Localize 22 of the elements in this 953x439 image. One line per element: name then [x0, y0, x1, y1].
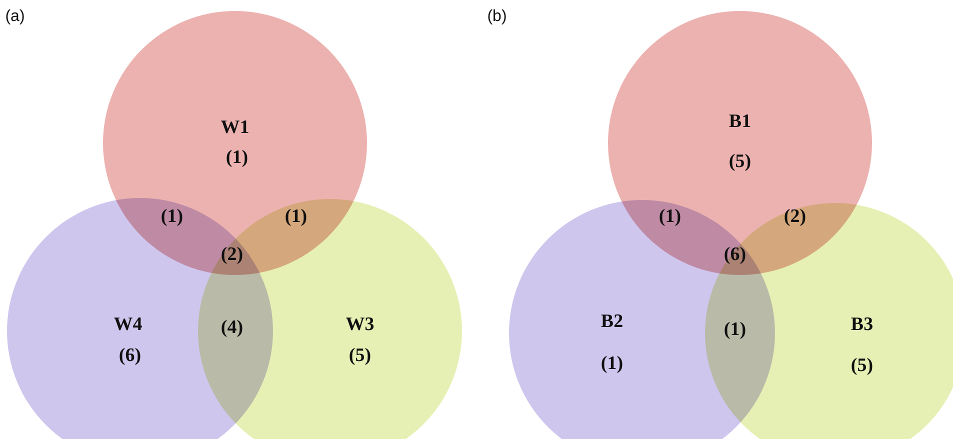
panel-label: (a) — [5, 8, 25, 26]
set-name: W3 — [346, 314, 374, 336]
overlap-count: (1) — [724, 319, 746, 341]
set-name: W1 — [220, 117, 250, 139]
overlap-count: (2) — [784, 206, 806, 228]
overlap-count: (1) — [284, 206, 308, 228]
set-count: (5) — [348, 345, 372, 367]
set-count: (6) — [118, 345, 142, 367]
set-name: B1 — [728, 111, 752, 133]
panel-label: (b) — [487, 8, 507, 26]
overlap-count: (1) — [160, 206, 184, 228]
overlap-count: (1) — [658, 206, 682, 228]
overlap-count: (2) — [220, 244, 244, 266]
set-count: (5) — [850, 355, 874, 377]
set-count: (1) — [600, 353, 624, 375]
overlap-count: (6) — [724, 244, 746, 266]
set-name: B2 — [600, 311, 624, 333]
overlap-count: (4) — [220, 317, 244, 339]
set-count: (5) — [728, 151, 752, 173]
set-count: (1) — [226, 147, 248, 169]
set-name: B3 — [850, 314, 874, 336]
set-name: W4 — [114, 314, 142, 336]
